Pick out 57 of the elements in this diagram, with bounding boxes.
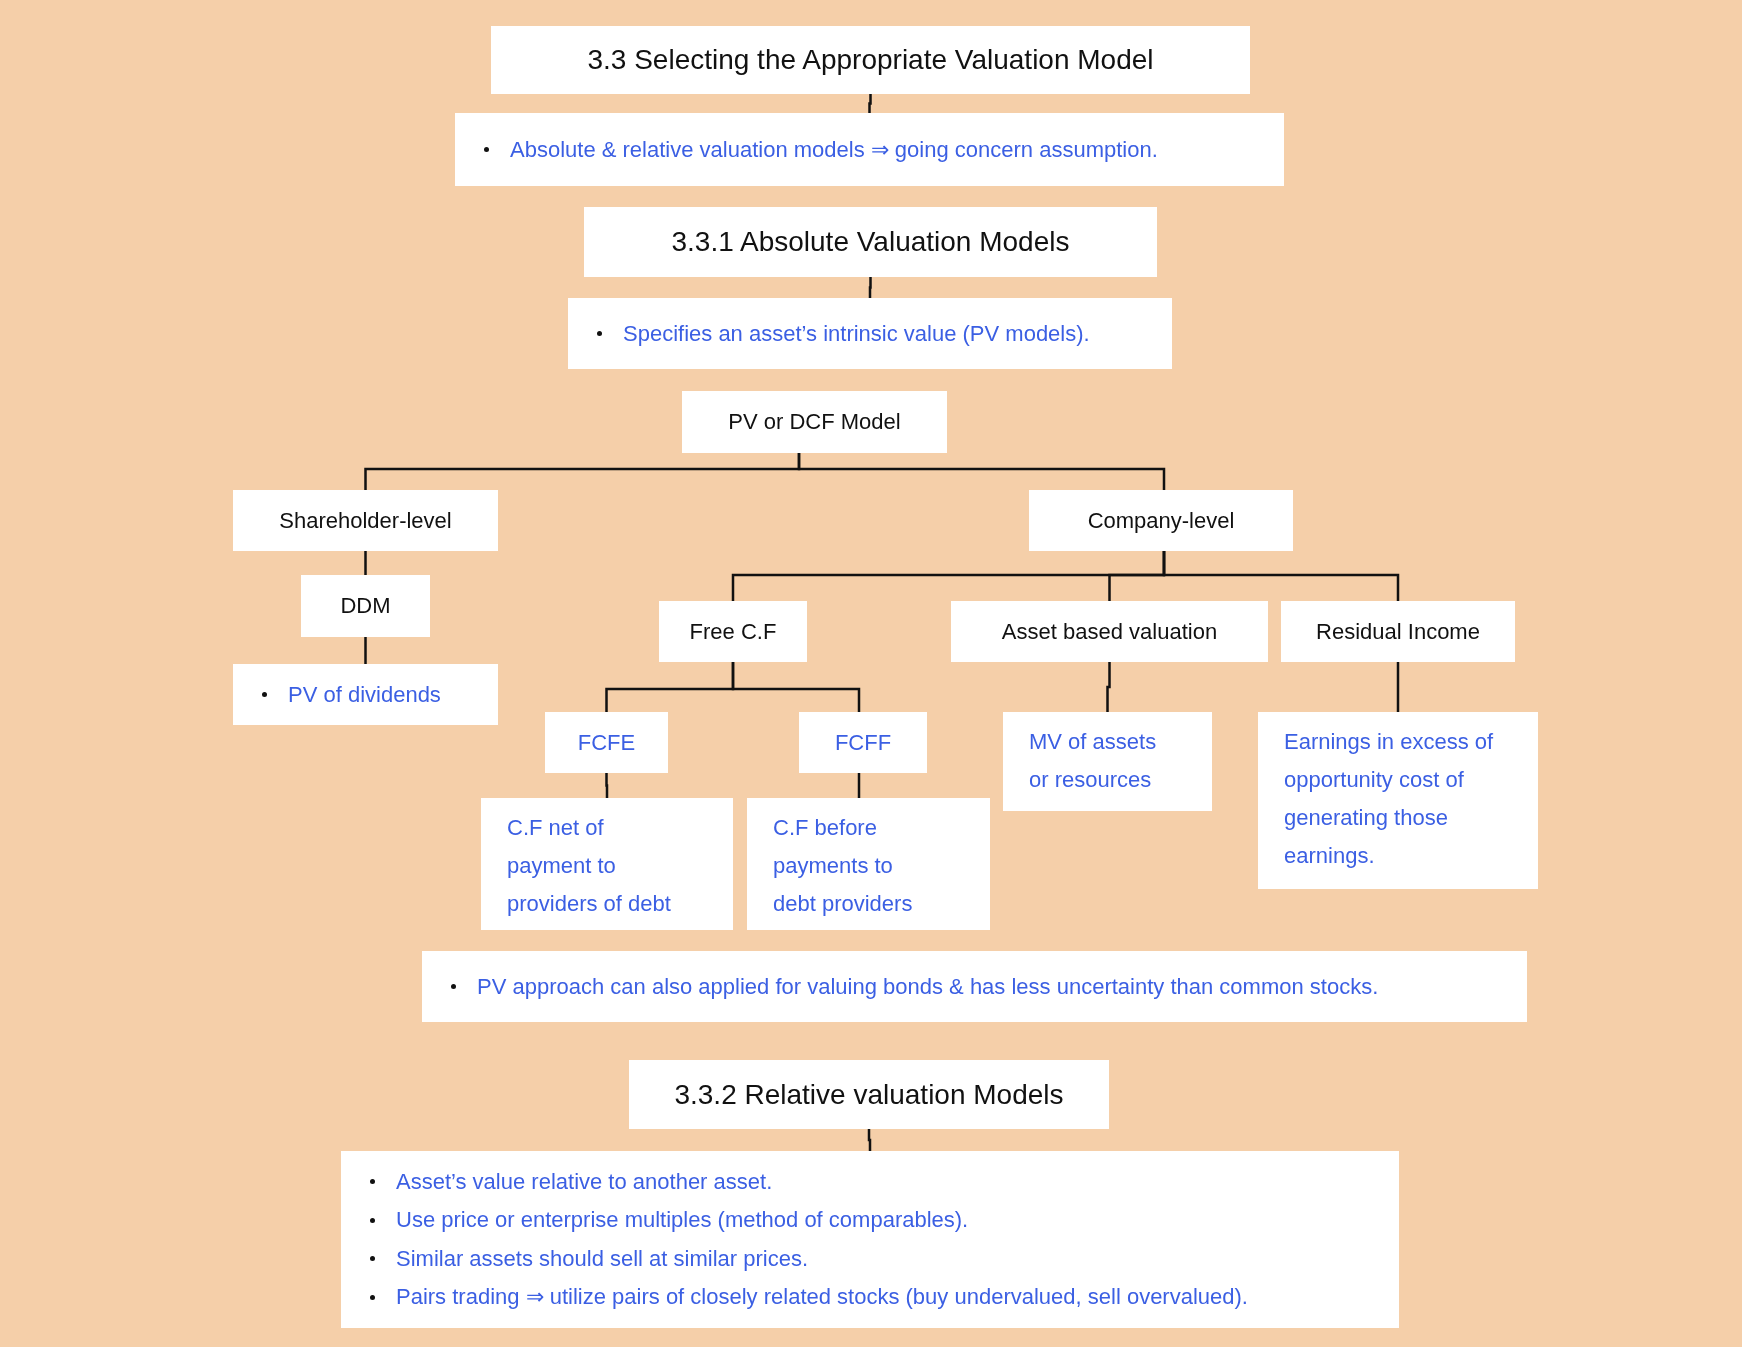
box-label: Residual Income — [1316, 617, 1480, 646]
connector-line — [868, 277, 872, 298]
category-box — [659, 601, 807, 662]
heading-text: 3.3.1 Absolute Valuation Models — [671, 225, 1070, 259]
bullet-text: PV of dividends — [288, 680, 441, 709]
bullet-text: Use price or enterprise multiples (method of comparables). — [396, 1206, 969, 1235]
note-box — [568, 298, 1172, 369]
connector-line — [868, 94, 872, 113]
note-box — [422, 951, 1527, 1022]
connector-line — [364, 637, 367, 664]
bullet-text: Specifies an asset’s intrinsic value (PV models). — [623, 319, 1090, 348]
box-label: Free C.F — [689, 617, 777, 646]
heading-box — [491, 26, 1250, 94]
category-box — [1281, 601, 1515, 662]
bullet-text: Asset’s value relative to another asset. — [396, 1167, 773, 1196]
box-label: FCFE — [577, 728, 636, 757]
bullet-text: Similar assets should sell at similar prices. — [396, 1244, 809, 1273]
connector-line — [1396, 662, 1400, 712]
connector-line — [1106, 662, 1111, 712]
note-text: C.F before payments to debt providers — [773, 814, 914, 918]
category-box — [951, 601, 1268, 662]
connector-line — [731, 662, 861, 712]
box-label: Company-level — [1087, 506, 1235, 535]
note-text: Earnings in excess of opportunity cost of generating those earnings. — [1284, 728, 1495, 870]
connector-line — [1162, 551, 1400, 601]
heading-text: 3.3.2 Relative valuation Models — [674, 1077, 1064, 1112]
note-box — [1003, 712, 1212, 811]
connector-line — [857, 773, 861, 798]
note-box — [233, 664, 498, 725]
box-label: DDM — [340, 592, 391, 620]
note-box — [1258, 712, 1538, 889]
category-box — [1029, 490, 1293, 551]
category-box — [682, 391, 947, 453]
box-label: FCFF — [834, 728, 892, 757]
heading-text: 3.3 Selecting the Appropriate Valuation Model — [587, 43, 1154, 77]
category-box — [233, 490, 498, 551]
note-text: MV of assets or resources — [1029, 728, 1158, 794]
bullet-text: Absolute & relative valuation models ⇒ going concern assumption. — [510, 135, 1158, 164]
bullet-text: PV approach can also applied for valuing bonds & has less uncertainty than common stocks. — [477, 972, 1379, 1001]
category-box — [799, 712, 927, 773]
note-box — [455, 113, 1284, 186]
connector-line — [364, 551, 367, 575]
connector-line — [867, 1129, 872, 1151]
heading-box — [629, 1060, 1109, 1129]
box-label: Asset based valuation — [1001, 617, 1218, 646]
box-label: Shareholder-level — [279, 506, 452, 535]
category-box — [301, 575, 430, 637]
note-text: C.F net of payment to providers of debt — [507, 814, 672, 918]
heading-box — [584, 207, 1157, 277]
connector-line — [797, 453, 1166, 490]
connector-line — [605, 773, 609, 798]
bullet-text: Pairs trading ⇒ utilize pairs of closely related stocks (buy undervalued, sell overvalued). — [396, 1283, 1248, 1312]
box-label: PV or DCF Model — [728, 408, 901, 436]
note-box — [747, 798, 990, 930]
note-box — [481, 798, 733, 930]
category-box — [545, 712, 668, 773]
note-box — [341, 1151, 1399, 1328]
